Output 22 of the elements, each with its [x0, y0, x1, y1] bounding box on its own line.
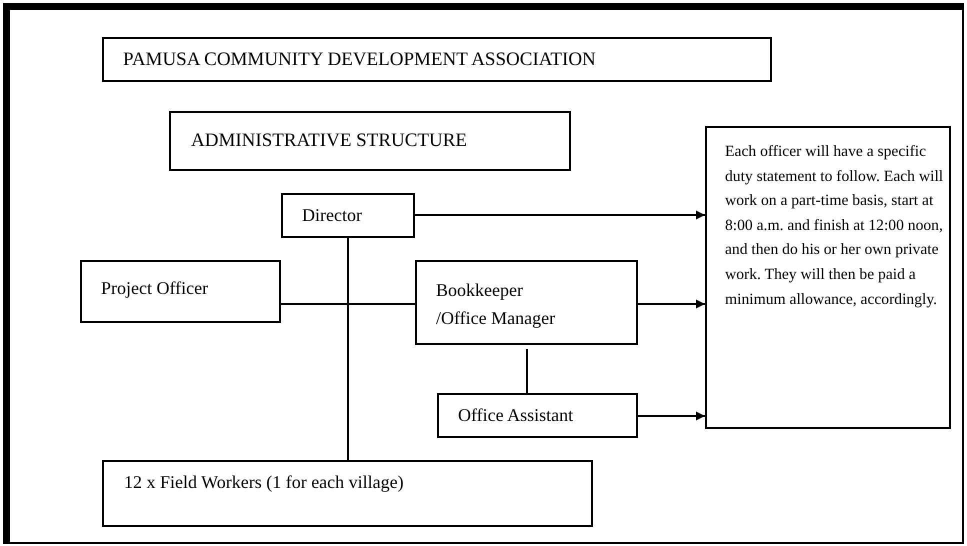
- connector-line: [526, 349, 528, 393]
- role-box: [102, 460, 593, 527]
- arrow: [638, 412, 705, 420]
- note-box: [705, 126, 951, 429]
- connector-line: [347, 238, 349, 460]
- note-text: Each officer will have a specific duty statement to follow. Each will work on a part-time basis, start at 8:00 a.m. and finish at 12:00 noon, and then do his or her own private work. They will then be paid a minimum allowance, accordingly.: [725, 142, 944, 310]
- role-box: [415, 260, 638, 345]
- role-box: [437, 393, 638, 438]
- role-label: Bookkeeper /Office Manager: [436, 279, 556, 330]
- role-box: [80, 260, 281, 323]
- heading-text: ADMINISTRATIVE STRUCTURE: [191, 130, 468, 152]
- connector-line: [281, 303, 415, 305]
- arrow: [415, 210, 705, 220]
- arrow: [638, 300, 705, 308]
- role-label: 12 x Field Workers (1 for each village): [124, 472, 404, 493]
- role-label: Office Assistant: [458, 405, 574, 426]
- heading-text: PAMUSA COMMUNITY DEVELOPMENT ASSOCIATION: [123, 48, 596, 70]
- heading-box: [169, 111, 571, 171]
- role-label: Director: [302, 205, 362, 226]
- role-box: [281, 193, 415, 238]
- role-label: Project Officer: [101, 278, 208, 299]
- heading-box: [102, 37, 772, 82]
